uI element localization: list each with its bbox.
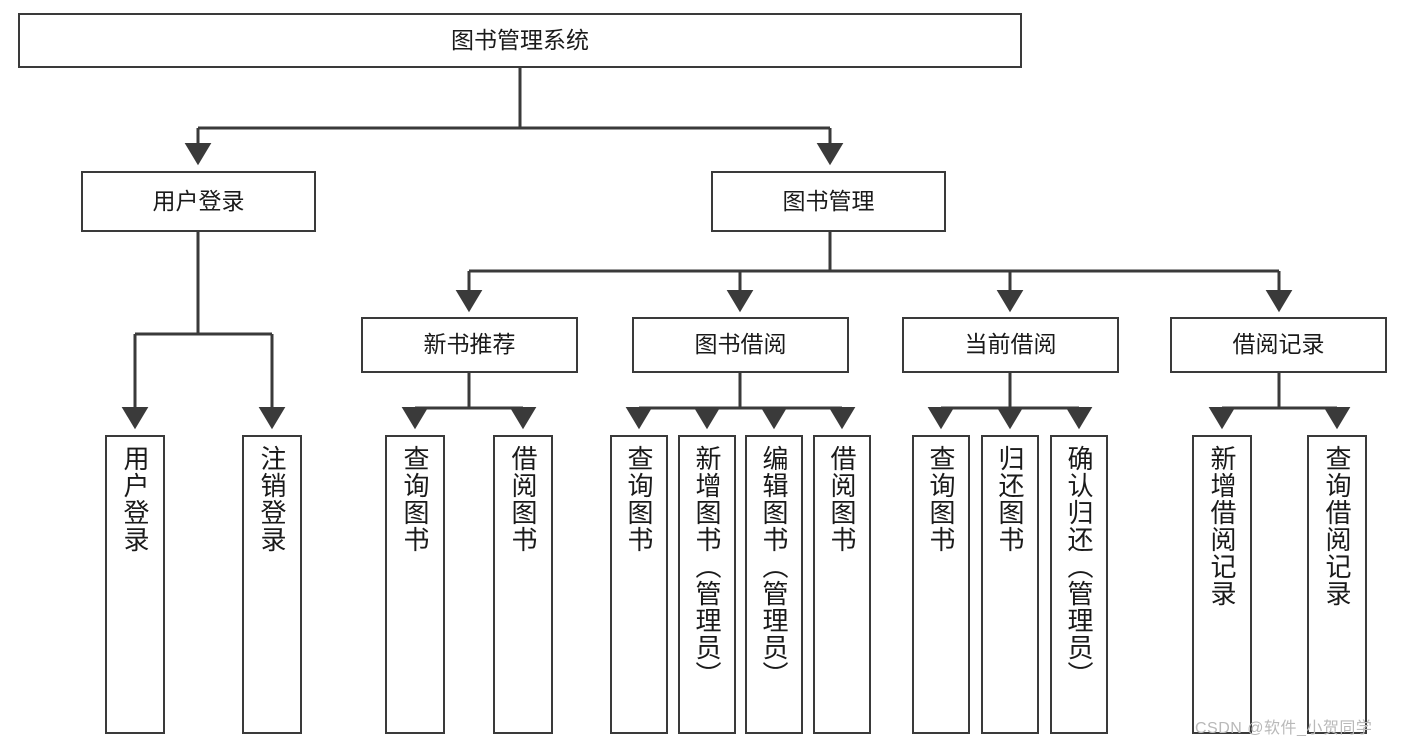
node-leaf-logout[interactable]: 注销登录 (242, 435, 302, 734)
node-leaf-borrow-book-new[interactable]: 借阅图书 (493, 435, 553, 734)
node-label: 注销登录 (257, 445, 287, 553)
node-leaf-confirm-return-admin[interactable]: 确认归还（管理员） (1050, 435, 1108, 734)
node-leaf-add-book-admin[interactable]: 新增图书（管理员） (678, 435, 736, 734)
node-current-borrowing[interactable]: 当前借阅 (902, 317, 1119, 373)
node-label: 用户登录 (152, 187, 245, 214)
node-leaf-query-book-borrow[interactable]: 查询图书 (610, 435, 668, 734)
node-leaf-edit-book-admin[interactable]: 编辑图书（管理员） (745, 435, 803, 734)
node-label: 借阅图书 (508, 445, 538, 553)
node-label: 新增借阅记录 (1207, 445, 1237, 607)
node-label: 图书管理 (782, 187, 875, 214)
node-leaf-user-login[interactable]: 用户登录 (105, 435, 165, 734)
node-leaf-add-borrow-record[interactable]: 新增借阅记录 (1192, 435, 1252, 734)
node-label: 图书借阅 (694, 331, 787, 358)
node-book-borrowing[interactable]: 图书借阅 (632, 317, 849, 373)
node-label: 确认归还（管理员） (1064, 445, 1094, 688)
node-label: 新书推荐 (423, 331, 516, 358)
node-label: 当前借阅 (964, 331, 1057, 358)
node-label: 查询图书 (400, 445, 430, 553)
node-leaf-query-book-current[interactable]: 查询图书 (912, 435, 970, 734)
node-label: 查询借阅记录 (1322, 445, 1352, 607)
node-label: 用户登录 (120, 445, 150, 553)
node-leaf-borrow-book[interactable]: 借阅图书 (813, 435, 871, 734)
node-label: 新增图书（管理员） (692, 445, 722, 688)
node-label: 查询图书 (926, 445, 956, 553)
node-label: 图书管理系统 (451, 26, 589, 53)
node-user-login[interactable]: 用户登录 (81, 171, 316, 232)
node-label: 查询图书 (624, 445, 654, 553)
node-book-management[interactable]: 图书管理 (711, 171, 946, 232)
node-label: 编辑图书（管理员） (759, 445, 789, 688)
node-label: 借阅记录 (1232, 331, 1325, 358)
node-leaf-query-book-new[interactable]: 查询图书 (385, 435, 445, 734)
node-leaf-query-borrow-record[interactable]: 查询借阅记录 (1307, 435, 1367, 734)
node-borrow-records[interactable]: 借阅记录 (1170, 317, 1387, 373)
node-leaf-return-book[interactable]: 归还图书 (981, 435, 1039, 734)
node-label: 归还图书 (995, 445, 1025, 553)
node-new-book-recommendation[interactable]: 新书推荐 (361, 317, 578, 373)
node-label: 借阅图书 (827, 445, 857, 553)
node-root-book-management-system[interactable]: 图书管理系统 (18, 13, 1022, 68)
